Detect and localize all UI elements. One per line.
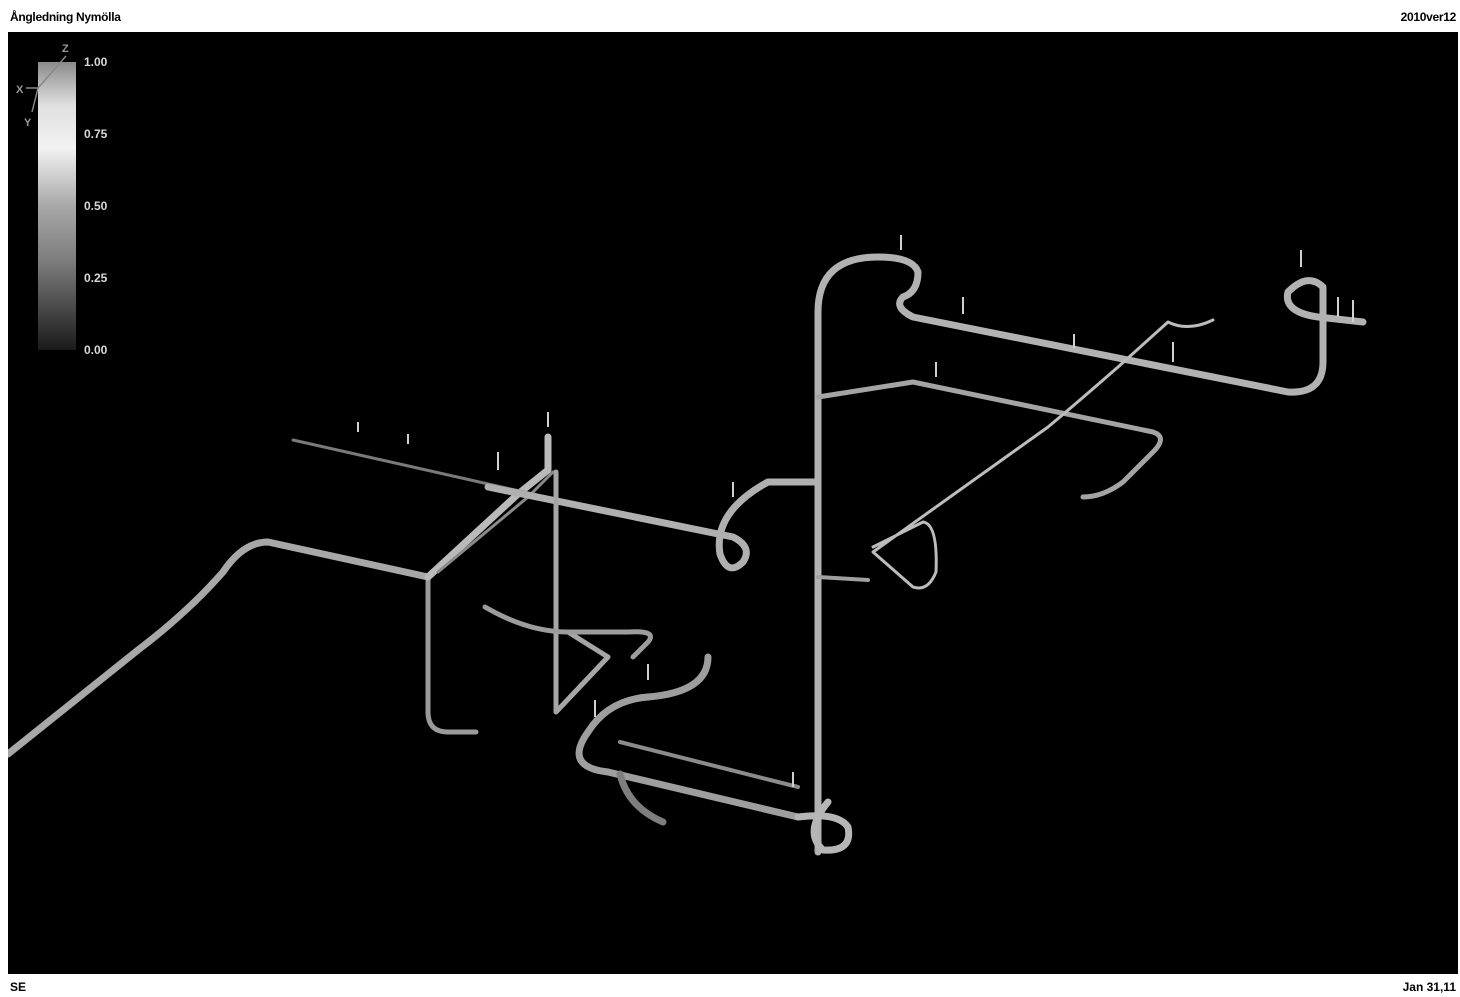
pipe-model-canvas[interactable]: 1.00 0.75 0.50 0.25 0.00 Z X Y [8, 32, 1458, 974]
title-bar: Ångledning Nymölla 2010ver12 [0, 0, 1460, 32]
document-title: Ångledning Nymölla [10, 10, 121, 24]
pipe-segment[interactable] [8, 538, 432, 758]
version-label: 2010ver12 [1400, 10, 1457, 24]
legend-tick-label: 0.50 [84, 199, 108, 213]
pipe-segment[interactable] [618, 740, 800, 789]
date-label: Jan 31,11 [1402, 980, 1456, 994]
axis-triad: Z X Y [16, 43, 69, 129]
axis-z-label: Z [62, 43, 69, 55]
pipe-segment[interactable] [871, 318, 1215, 590]
status-bar: SE Jan 31,11 [0, 974, 1460, 997]
legend-tick-label: 0.25 [84, 271, 108, 285]
legend-tick-label: 1.00 [84, 55, 108, 69]
pipe-segment[interactable] [616, 770, 667, 826]
pipe-segment[interactable] [794, 798, 853, 854]
legend-tick-label: 0.00 [84, 343, 108, 357]
pipe-segment[interactable] [482, 604, 653, 660]
pipe-network[interactable] [8, 253, 1367, 856]
color-scale-legend: 1.00 0.75 0.50 0.25 0.00 [38, 55, 108, 357]
pipe-segment[interactable] [424, 433, 552, 581]
pipe-segment[interactable] [814, 253, 1367, 856]
legend-tick-label: 0.75 [84, 127, 108, 141]
color-scale-bar [38, 62, 76, 350]
pipe-segment[interactable] [484, 478, 822, 572]
pipe-segment[interactable] [575, 653, 802, 821]
axis-x-label: X [16, 84, 24, 96]
pipe-segment[interactable] [815, 379, 1163, 500]
pipe-segment[interactable] [553, 469, 611, 715]
3d-viewport[interactable]: 1.00 0.75 0.50 0.25 0.00 Z X Y [8, 32, 1458, 974]
axis-y-label: Y [24, 117, 32, 129]
pipe-supports [357, 235, 1354, 787]
view-orientation-label: SE [10, 980, 27, 994]
pipe-segment[interactable] [425, 574, 479, 735]
pipe-segment[interactable] [816, 575, 870, 582]
